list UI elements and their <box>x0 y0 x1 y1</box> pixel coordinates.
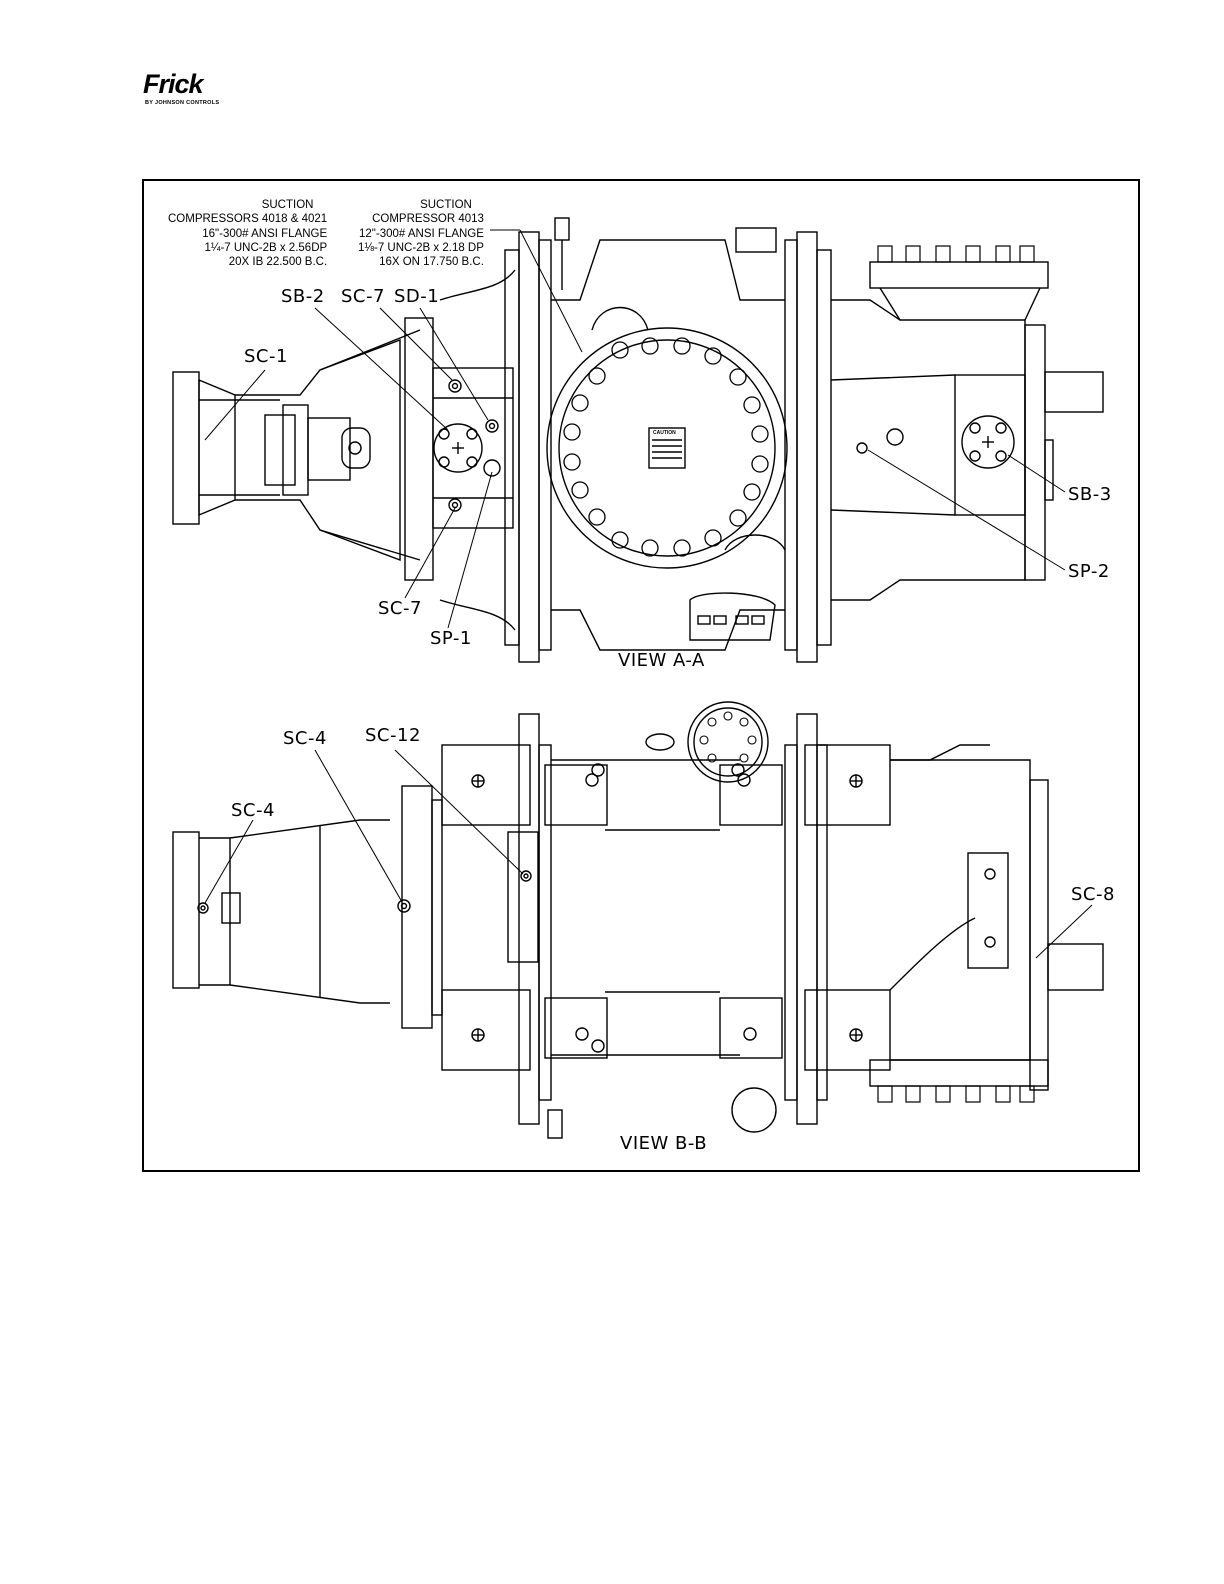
note-line: 16X ON 17.750 B.C. <box>358 255 484 269</box>
callout-sp-1: SP-1 <box>430 628 472 649</box>
callout-sb-3: SB-3 <box>1068 484 1112 505</box>
suction-note-4018-4021: SUCTION COMPRESSORS 4018 & 4021 16"-300#… <box>168 198 327 269</box>
note-line: COMPRESSOR 4013 <box>358 212 484 226</box>
callout-sb-2: SB-2 <box>281 286 325 307</box>
note-line: 1¼-7 UNC-2B x 2.56DP <box>168 241 327 255</box>
note-line: 12"-300# ANSI FLANGE <box>358 227 484 241</box>
callout-sc-4-top: SC-4 <box>283 728 327 749</box>
callout-sc-8: SC-8 <box>1071 884 1115 905</box>
callout-sc-12: SC-12 <box>365 725 421 746</box>
view-a-a-label: VIEW A-A <box>618 650 705 671</box>
note-line: 16"-300# ANSI FLANGE <box>168 227 327 241</box>
callout-sd-1: SD-1 <box>394 286 439 307</box>
note-line: 20X IB 22.500 B.C. <box>168 255 327 269</box>
note-line: 1⅛-7 UNC-2B x 2.18 DP <box>358 241 484 255</box>
view-b-drawing <box>173 702 1103 1138</box>
view-a-leaders <box>205 230 1065 628</box>
callout-sc-7-bottom: SC-7 <box>378 598 422 619</box>
note-heading: SUCTION <box>358 198 484 212</box>
callout-sc-7-top: SC-7 <box>341 286 385 307</box>
callout-sc-1: SC-1 <box>244 346 288 367</box>
note-line: COMPRESSORS 4018 & 4021 <box>168 212 327 226</box>
note-heading: SUCTION <box>168 198 327 212</box>
callout-sp-2: SP-2 <box>1068 561 1110 582</box>
view-a-drawing <box>173 218 1103 662</box>
callout-sc-4-left: SC-4 <box>231 800 275 821</box>
suction-note-4013: SUCTION COMPRESSOR 4013 12"-300# ANSI FL… <box>358 198 484 269</box>
view-b-b-label: VIEW B-B <box>620 1133 707 1154</box>
caution-label: CAUTION <box>653 430 676 436</box>
